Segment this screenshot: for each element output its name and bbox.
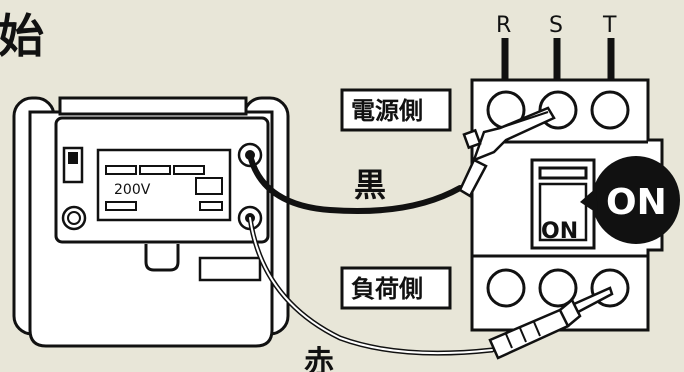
black-lead-label: 黒 [354, 166, 386, 204]
black-probe-clip [458, 106, 556, 198]
display-segment [195, 177, 223, 195]
meter-label-slot [198, 256, 262, 282]
heading-char: 始 [0, 9, 44, 63]
breaker-switch-rail [538, 166, 588, 180]
breaker-switch-lever [538, 182, 588, 242]
meter-toggle-lever [68, 152, 78, 164]
breaker [470, 38, 664, 332]
red-lead-label: 赤 [304, 345, 334, 372]
meter-round-button [61, 205, 87, 231]
meter-display [96, 148, 232, 222]
terminal-label-s: S [549, 13, 563, 38]
red-lead-wire-inner [249, 217, 493, 355]
display-segment [139, 165, 171, 175]
meter-top-strap [58, 96, 248, 116]
display-segment [105, 165, 137, 175]
supply-side-box [340, 88, 452, 132]
display-segment [105, 201, 137, 211]
voltage-display-text: 200V [114, 182, 151, 198]
on-callout-text: ON [606, 182, 667, 223]
terminal-label-r: R [496, 13, 511, 38]
breaker-switch-text: ON [541, 219, 578, 244]
terminal-top-t [590, 90, 630, 130]
display-segment [199, 201, 223, 211]
meter-handle [144, 244, 180, 272]
terminal-bottom-r [486, 268, 526, 308]
terminal-bottom-s [538, 268, 578, 308]
red-probe [488, 286, 614, 360]
load-side-label: 負荷側 [351, 275, 423, 303]
meter-round-button-inner [67, 211, 81, 225]
on-callout-pointer [580, 188, 598, 214]
supply-side-label: 電源側 [351, 97, 423, 125]
terminal-label-t: T [602, 13, 617, 38]
load-side-box [340, 266, 452, 310]
meter [12, 96, 290, 348]
on-callout-circle [592, 156, 680, 244]
display-segment [173, 165, 205, 175]
black-lead-wire [247, 152, 463, 215]
